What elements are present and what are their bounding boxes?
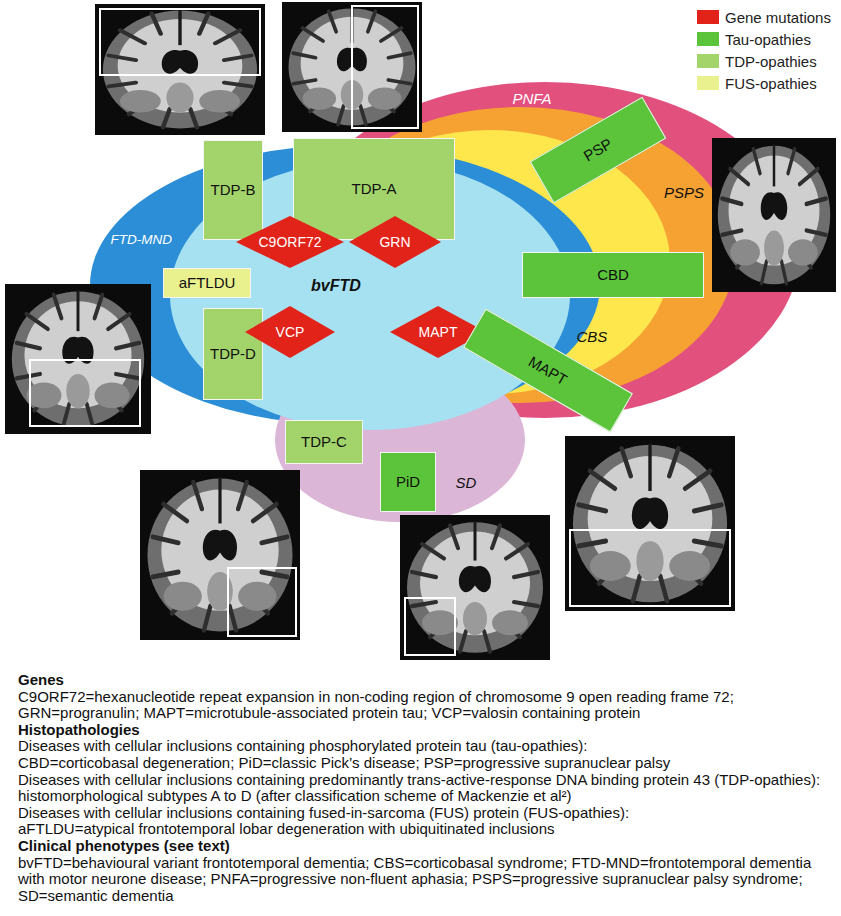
diamond-shape xyxy=(245,306,335,358)
region-label: SD xyxy=(456,474,477,491)
pathology-box: PSP xyxy=(530,97,667,204)
mri-slice xyxy=(95,4,265,135)
pathology-box: MAPT xyxy=(463,308,633,432)
region-label: FTD-MND xyxy=(111,232,172,248)
highlight-frame xyxy=(352,6,418,128)
gene-label: MAPT xyxy=(419,324,458,340)
legend: Gene mutationsTau-opathiesTDP-opathiesFU… xyxy=(697,8,837,98)
highlight-frame xyxy=(570,530,730,606)
note-text: C9ORF72=hexanucleotide repeat expansion … xyxy=(18,689,836,722)
mri-slice xyxy=(400,515,550,660)
legend-row: FUS-opathies xyxy=(697,74,817,92)
legend-row: Tau-opathies xyxy=(697,30,811,48)
mri-slice xyxy=(282,2,422,132)
mri-slice xyxy=(712,138,836,292)
box-label: TDP-D xyxy=(210,345,256,362)
legend-row: Gene mutations xyxy=(697,8,831,26)
highlight-frame xyxy=(30,360,140,426)
note-text: bvFTD=behavioural variant frontotemporal… xyxy=(18,855,836,905)
note-heading: Genes xyxy=(18,672,836,689)
pathology-box: TDP-D xyxy=(203,308,263,400)
gene-label: C9ORF72 xyxy=(258,234,321,250)
legend-row: TDP-opathies xyxy=(697,52,817,70)
note-text: Diseases with cellular inclusions contai… xyxy=(18,772,836,805)
region-label: CBS xyxy=(577,328,608,345)
legend-label: Tau-opathies xyxy=(725,31,811,48)
mri-slice xyxy=(565,436,735,611)
highlight-frame xyxy=(228,568,296,636)
gene-diamond: VCP xyxy=(245,306,335,358)
note-text: CBD=corticobasal degeneration; PiD=class… xyxy=(18,755,836,772)
note-heading: Clinical phenotypes (see text) xyxy=(18,838,836,855)
legend-swatch xyxy=(697,32,719,46)
gene-label: GRN xyxy=(379,234,410,250)
legend-swatch xyxy=(697,54,719,68)
note-heading: Histopathologies xyxy=(18,722,836,739)
highlight-frame xyxy=(405,598,455,655)
pathology-box: TDP-C xyxy=(285,420,363,464)
mri-slice xyxy=(5,284,151,434)
legend-label: TDP-opathies xyxy=(725,53,817,70)
note-text: Diseases with cellular inclusions contai… xyxy=(18,805,836,822)
box-layer: TDP-B TDP-A C9ORF72 GRN PSP aFTLDU CBD TDP-D VCP… xyxy=(0,0,841,665)
gene-diamond: C9ORF72 xyxy=(236,216,344,268)
mri-slice xyxy=(140,470,300,640)
gene-diamond: GRN xyxy=(349,216,441,268)
pathology-box: CBD xyxy=(522,252,704,298)
box-label: aFTLDU xyxy=(179,274,236,291)
box-label: MAPT xyxy=(526,352,571,388)
legend-label: Gene mutations xyxy=(725,9,831,26)
box-label: CBD xyxy=(597,266,629,283)
highlight-frame xyxy=(100,9,260,75)
region-label: PSPS xyxy=(664,184,704,201)
pathology-box: TDP-B xyxy=(203,140,263,240)
pathology-box: aFTLDU xyxy=(163,268,251,298)
legend-label: FUS-opathies xyxy=(725,75,817,92)
note-text: Diseases with cellular inclusions contai… xyxy=(18,738,836,755)
box-label: TDP-B xyxy=(211,181,256,198)
box-label: PiD xyxy=(396,473,420,490)
note-text: aFTLDU=atypical frontotemporal lobar deg… xyxy=(18,821,836,838)
pathology-box: PiD xyxy=(380,452,436,512)
gene-label: VCP xyxy=(276,324,305,340)
pathology-box: TDP-A xyxy=(293,138,455,240)
legend-swatch xyxy=(697,10,719,24)
diamond-shape xyxy=(236,216,344,268)
diamond-shape xyxy=(349,216,441,268)
legend-swatch xyxy=(697,76,719,90)
box-label: PSP xyxy=(581,135,616,165)
box-label: TDP-C xyxy=(301,433,347,450)
region-label: PNFA xyxy=(513,90,552,107)
notes: GenesC9ORF72=hexanucleotide repeat expan… xyxy=(18,672,836,904)
region-label: bvFTD xyxy=(311,277,361,295)
box-label: TDP-A xyxy=(352,180,397,197)
